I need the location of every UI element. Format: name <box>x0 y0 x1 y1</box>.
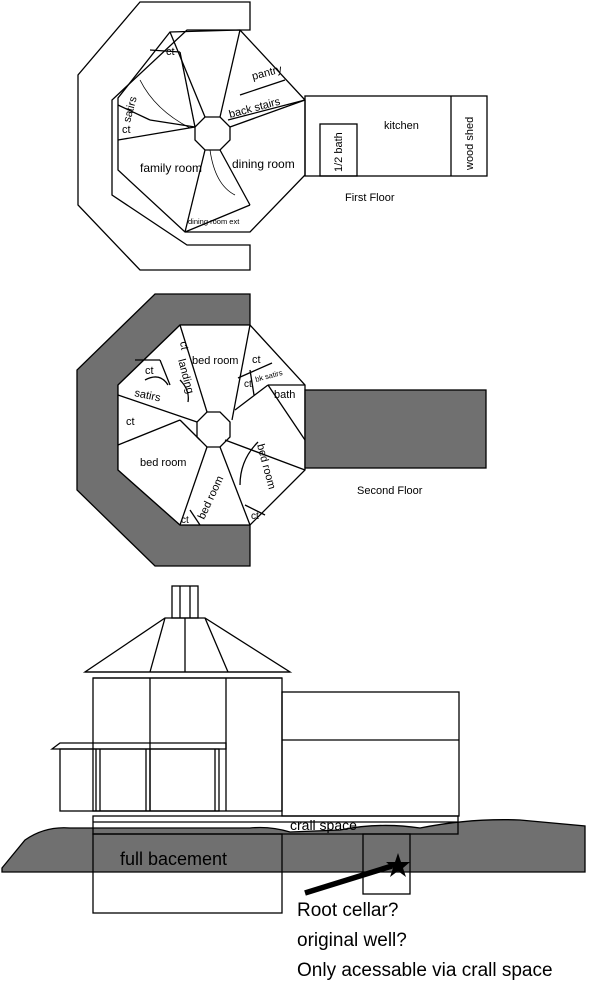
porch-roof <box>50 742 227 750</box>
arrow-shaft <box>304 863 393 896</box>
wall <box>219 149 251 206</box>
first-floor-outer-wall <box>77 1 251 271</box>
room-label-satirs: satirs <box>121 95 140 124</box>
kitchen-wing <box>304 95 488 177</box>
cupola <box>171 585 199 619</box>
side-elevation: crall space full bacement Root cellar? o… <box>1 585 586 981</box>
wall <box>179 419 201 441</box>
room-label-ct: ct <box>145 365 154 377</box>
room-label-ct: ct <box>252 354 261 366</box>
second-floor-plan: ct ct landing bed room ct ct bk satirs b… <box>76 293 487 567</box>
note-line-1: Root cellar? <box>297 900 398 921</box>
half-bath-room <box>319 123 358 177</box>
roof-ridge <box>149 617 166 673</box>
room-label-dining-room: dining room <box>232 157 295 171</box>
ground-band <box>1 819 586 873</box>
door-swing-curve <box>239 441 259 486</box>
room-label-half-bath: 1/2 bath <box>333 132 345 172</box>
arch-curve <box>209 149 236 196</box>
wall <box>117 126 196 141</box>
star-icon <box>386 853 410 877</box>
room-label-family-room: family room <box>140 161 202 175</box>
room-label-bed-room: bed room <box>140 457 186 469</box>
wall <box>179 51 196 128</box>
room-label-ct: ct <box>181 515 189 526</box>
room-label-ct: ct <box>126 416 135 428</box>
roof-ridge <box>204 617 229 673</box>
full-basement-label: full bacement <box>120 849 227 869</box>
wall <box>149 49 181 53</box>
crawl-space-label: crall space <box>290 817 357 833</box>
note-line-2: original well? <box>297 930 407 951</box>
room-label-ct: ct <box>244 379 252 390</box>
wall <box>169 31 206 118</box>
note-line-3: Only acessable via crall space <box>297 960 553 981</box>
room-label-back-stairs: back stairs <box>228 96 282 121</box>
wall <box>227 99 306 121</box>
room-label-bath: bath <box>274 389 295 401</box>
root-cellar-outline <box>362 833 411 895</box>
wall <box>237 362 273 379</box>
second-floor-shaded-wing <box>304 389 487 469</box>
wall <box>219 446 251 526</box>
wall <box>159 359 171 386</box>
wall <box>117 104 151 121</box>
wall <box>184 149 206 233</box>
basement-outline <box>92 833 283 914</box>
first-floor-caption: First Floor <box>345 192 395 204</box>
main-house-body <box>92 677 283 812</box>
room-label-ct: ct <box>122 124 131 136</box>
wall <box>231 324 251 421</box>
wall <box>267 384 306 441</box>
second-floor-caption: Second Floor <box>357 485 423 497</box>
porch <box>59 748 220 812</box>
first-floor-plan: ct pantry back stairs satirs ct family r… <box>77 1 488 271</box>
wall <box>179 324 208 413</box>
room-label-ct: ct <box>251 511 259 522</box>
wall <box>249 369 255 396</box>
room-label-ct: ct <box>166 46 175 58</box>
first-floor-center-column <box>194 116 231 151</box>
wall <box>244 504 266 516</box>
first-floor-octagon <box>117 29 306 233</box>
wall <box>117 394 198 423</box>
room-label-ct: ct <box>177 340 190 351</box>
roof <box>82 617 293 673</box>
wall <box>179 446 208 526</box>
room-label-wood-shed: wood shed <box>464 117 476 171</box>
rear-wing <box>281 691 460 817</box>
wall <box>234 384 269 411</box>
wall <box>224 439 306 471</box>
wall <box>219 29 241 118</box>
wall <box>184 204 251 233</box>
room-label-pantry: pantry <box>251 63 284 83</box>
stair-curve <box>144 376 169 386</box>
wall <box>189 509 201 526</box>
wall <box>239 79 286 96</box>
room-label-satirs: satirs <box>133 387 162 404</box>
wall <box>117 419 181 446</box>
stair-curve <box>179 379 189 403</box>
wall <box>229 99 306 128</box>
wall <box>149 119 196 128</box>
room-label-kitchen: kitchen <box>384 120 419 132</box>
room-label-dining-room-ext: dining room ext <box>188 217 240 226</box>
room-label-bed-room: bed room <box>192 355 238 367</box>
stair-curve <box>139 79 191 129</box>
